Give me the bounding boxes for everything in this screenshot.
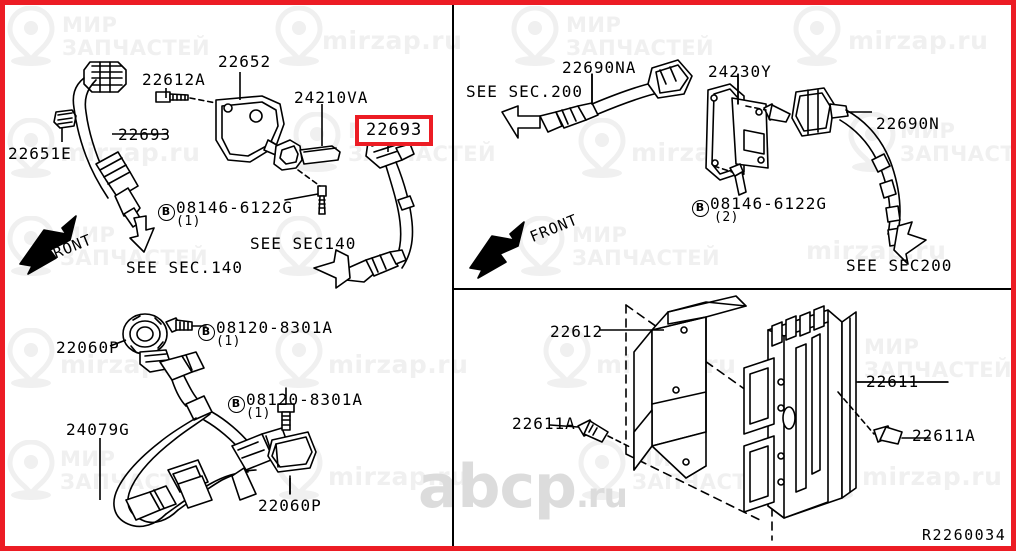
lbl-see-sec140-a: SEE SEC.140 [126, 258, 243, 277]
bolt-marker-b-icon: B [198, 324, 215, 341]
lbl-22060p-b: 22060P [258, 496, 322, 515]
lbl-see-sec200-b: SEE SEC200 [846, 256, 953, 275]
lbl-24210va: 24210VA [294, 88, 369, 107]
lbl-see-sec200-a: SEE SEC.200 [466, 82, 583, 101]
lbl-22612: 22612 [550, 322, 604, 341]
lbl-22693-highlight[interactable]: 22693 [355, 115, 434, 146]
part-22060p-knock-sensor [122, 313, 173, 373]
diagram-reference-code: R2260034 [922, 526, 1007, 544]
bolt-marker-b-icon: B [228, 396, 245, 413]
lbl-22060p-a: 22060P [56, 338, 120, 357]
see-sec200-arrow-b [893, 221, 927, 265]
lbl-bolt-08146-qty: (1) [176, 214, 201, 229]
lbl-22652: 22652 [218, 52, 272, 71]
front-arrow-2 [469, 221, 525, 279]
part-22652-bracket [215, 95, 285, 163]
part-22690na-sensor [539, 59, 693, 133]
part-22651e-connector [83, 61, 127, 93]
lbl-22611a-right: 22611A [912, 426, 976, 445]
lbl-bolt-08146-2-qty: (2) [714, 210, 739, 225]
part-24230y-bolt-upper [763, 103, 791, 123]
lbl-24079g: 24079G [66, 420, 130, 439]
lbl-24230y: 24230Y [708, 62, 772, 81]
lbl-22612a: 22612A [142, 70, 206, 89]
lbl-bolt-08120-b-qty: (1) [246, 406, 271, 421]
panel-divider-horizontal-right [452, 288, 1011, 290]
part-24230y-bolt-lower [729, 163, 747, 196]
part-24210va-bolt [317, 185, 327, 215]
part-22612-bracket [633, 295, 747, 479]
lbl-22693: 22693 [118, 125, 172, 144]
part-22690n-sensor [791, 87, 903, 247]
lbl-22651e: 22651E [8, 144, 72, 163]
part-08120-bolt-lower [277, 403, 295, 431]
lbl-22611a-left: 22611A [512, 414, 576, 433]
bolt-marker-b-icon: B [692, 200, 709, 217]
see-sec140-arrow-b [313, 249, 351, 289]
bolt-marker-b-icon: B [158, 204, 175, 221]
see-sec140-arrow-a [129, 215, 155, 253]
lbl-see-sec140-b: SEE SEC140 [250, 234, 357, 253]
part-24079g-harness [113, 351, 291, 528]
part-22651e-clip [53, 109, 77, 129]
part-08120-bolt-upper [165, 317, 193, 333]
part-22693-rear-sensor [345, 133, 415, 283]
lbl-22690na: 22690NA [562, 58, 637, 77]
lbl-22611: 22611 [866, 372, 920, 391]
lbl-bolt-08120-a-qty: (1) [216, 334, 241, 349]
see-sec200-arrow-a [501, 105, 541, 139]
lbl-22690n: 22690N [876, 114, 940, 133]
panel-divider-vertical [452, 5, 454, 546]
part-22611a-bolt-right [873, 425, 903, 445]
part-22611a-bolt-left [577, 419, 609, 443]
